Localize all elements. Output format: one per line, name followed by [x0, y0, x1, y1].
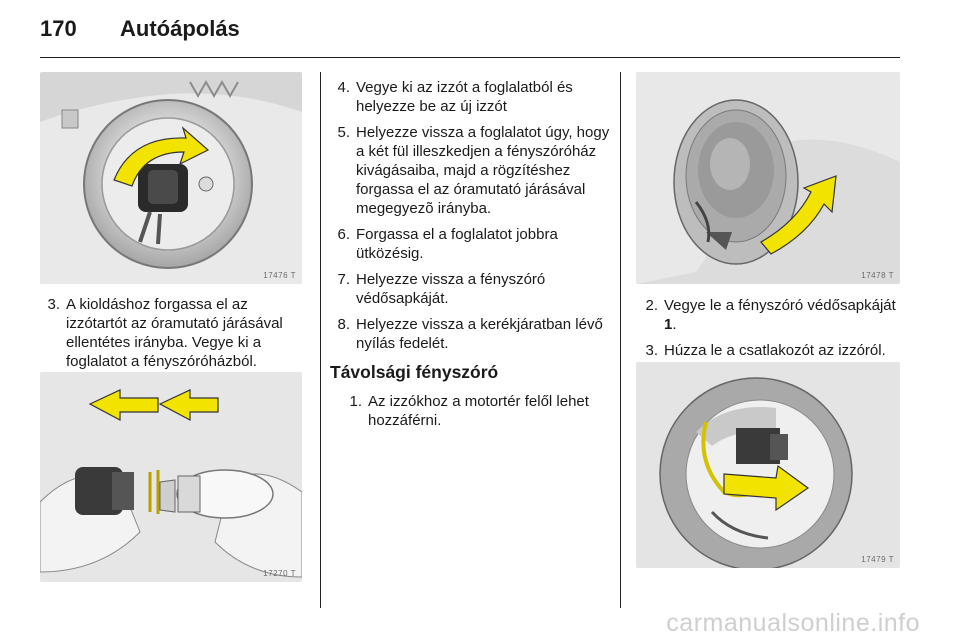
page-number: 170 [40, 16, 77, 41]
illustration-headlamp-rotate [40, 72, 302, 284]
step-number: 3. [645, 342, 658, 359]
illustration-connector-removal [636, 362, 900, 568]
list-item: 4. Vegye ki az izzót a foglalatból és he… [330, 78, 614, 116]
middle-step-list: 4. Vegye ki az izzót a foglalatból és he… [330, 78, 614, 360]
step-text: Vegye le a fényszóró védősapkáját 1. [664, 297, 896, 333]
step-text: Vegye ki az izzót a foglalatból és helye… [356, 79, 573, 115]
step-number: 7. [337, 271, 350, 288]
section-heading: Távolsági fényszóró [330, 362, 499, 382]
figure-cap-removal: 17478 T [636, 72, 900, 284]
list-item: 2. Vegye le a fényszóró védősapkáját 1. [638, 296, 908, 334]
step-text: Az izzókhoz a motortér felől lehet hozzá… [368, 393, 589, 429]
step-text: Húzza le a csatlakozót az izzóról. [664, 342, 886, 359]
figure-code: 17476 T [263, 271, 296, 280]
figure-connector-removal: 17479 T [636, 362, 900, 568]
list-item: 5. Helyezze vissza a foglalatot úgy, hog… [330, 123, 614, 218]
list-item: 7. Helyezze vissza a fényszóró védősapká… [330, 270, 614, 308]
callout-number: 1 [664, 316, 673, 333]
illustration-bulb-removal [40, 372, 302, 582]
header-rule [40, 57, 900, 58]
step-number: 8. [337, 316, 350, 333]
step-number: 1. [349, 393, 362, 410]
step-number: 4. [337, 79, 350, 96]
list-item: 8. Helyezze vissza a kerékjáratban lévő … [330, 315, 614, 353]
step-number: 6. [337, 226, 350, 243]
step-text: Helyezze vissza a fényszóró védősapkáját… [356, 271, 546, 307]
figure-bulb-holder-rotate: 17476 T [40, 72, 302, 284]
page-title: Autóápolás [120, 16, 240, 41]
step-text: A kioldáshoz forgassa el az izzótartót a… [66, 296, 283, 370]
list-item: 6. Forgassa el a foglalatot jobbra ütköz… [330, 225, 614, 263]
figure-code: 17270 T [263, 569, 296, 578]
figure-code: 17478 T [861, 271, 894, 280]
step-number: 5. [337, 124, 350, 141]
column-divider-right [620, 72, 621, 608]
step-text: Helyezze vissza a foglalatot úgy, hogy a… [356, 124, 610, 217]
figure-code: 17479 T [861, 555, 894, 564]
step-text: Forgassa el a foglalatot jobbra ütközési… [356, 226, 558, 262]
step-text: Helyezze vissza a kerékjáratban lévő nyí… [356, 316, 603, 352]
column-divider-left [320, 72, 321, 608]
right-step-list: 2. Vegye le a fényszóró védősapkáját 1. … [638, 296, 908, 367]
left-step-list: 3. A kioldáshoz forgassa el az izzótartó… [40, 295, 310, 378]
figure-bulb-removal: 17270 T [40, 372, 302, 582]
list-item: 1. Az izzókhoz a motortér felől lehet ho… [342, 392, 614, 430]
step-number: 2. [645, 297, 658, 314]
list-item: 3. A kioldáshoz forgassa el az izzótartó… [40, 295, 310, 371]
illustration-cap-removal [636, 72, 900, 284]
list-item: 3. Húzza le a csatlakozót az izzóról. [638, 341, 908, 360]
section-step-list: 1. Az izzókhoz a motortér felől lehet ho… [342, 392, 614, 437]
step-number: 3. [47, 296, 60, 313]
watermark: carmanualsonline.info [666, 609, 920, 637]
